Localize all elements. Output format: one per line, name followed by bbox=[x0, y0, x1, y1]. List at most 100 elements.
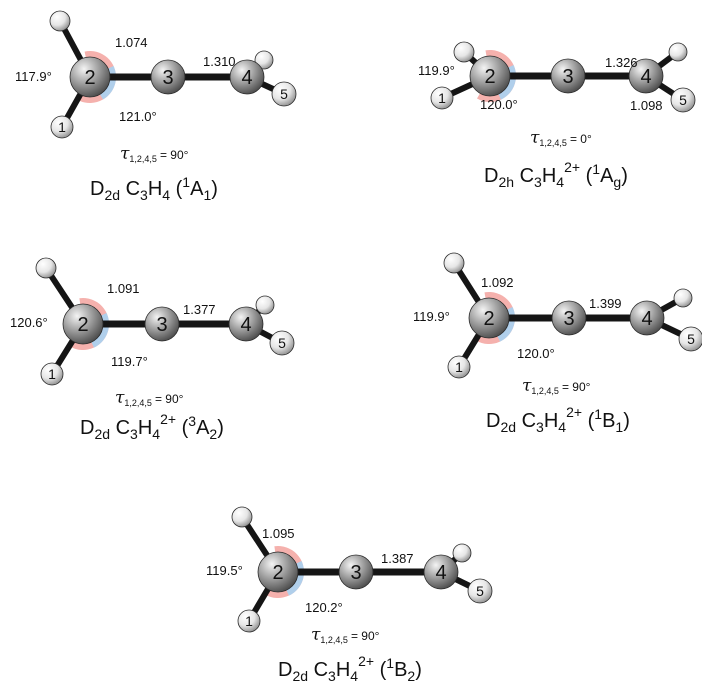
angle-label-upper: 120.6° bbox=[10, 315, 48, 330]
carbon-atom-4-sphere bbox=[629, 300, 665, 336]
carbon-atom-3-sphere bbox=[551, 300, 587, 336]
caption-formula-c: C bbox=[120, 178, 140, 200]
angle-label-lower: 121.0° bbox=[119, 109, 157, 124]
dihedral-label: τ1,2,4,5= 90° bbox=[115, 388, 184, 408]
caption-term-open: ( bbox=[374, 659, 387, 681]
caption-formula-h: H bbox=[544, 410, 558, 432]
caption-term-subscript: 1 bbox=[615, 419, 623, 435]
hydrogen-atom-1-sphere bbox=[50, 115, 74, 139]
carbon-atom-4-label: 4 bbox=[435, 562, 446, 584]
caption-point-group-subscript: 2d bbox=[94, 426, 110, 442]
carbon-atom-4-label: 4 bbox=[640, 66, 651, 88]
hydrogen-atom-1: 1 bbox=[50, 115, 74, 139]
hydrogen-atom-1: 1 bbox=[40, 362, 64, 386]
hydrogen-atom-top-sphere bbox=[453, 41, 475, 63]
hydrogen-atom-top bbox=[453, 41, 475, 63]
hydrogen-atom-5-sphere bbox=[269, 330, 295, 356]
caption-point-group: D bbox=[80, 417, 94, 439]
hydrogen-atom-5-label: 5 bbox=[679, 92, 687, 108]
hydrogen-atom-top bbox=[49, 10, 71, 32]
caption-term-open: ( bbox=[580, 165, 593, 187]
carbon-atom-2-sphere bbox=[468, 297, 510, 339]
caption-term-open: ( bbox=[582, 410, 595, 432]
hydrogen-atom-1-sphere bbox=[447, 355, 471, 379]
caption-formula-c: C bbox=[516, 410, 536, 432]
tau-value: = 90° bbox=[562, 380, 591, 394]
caption-term-subscript: 2 bbox=[407, 668, 415, 684]
hydrogen-atom-1-label: 1 bbox=[48, 366, 56, 382]
carbon-atom-4-sphere bbox=[628, 58, 664, 94]
tau-subscript: 1,2,4,5 bbox=[129, 154, 157, 164]
state-caption: D2d C3H4 (1A1) bbox=[90, 174, 218, 203]
caption-point-group: D bbox=[90, 178, 104, 200]
hydrogen-atom-1: 1 bbox=[430, 86, 454, 110]
caption-term-open: ( bbox=[170, 178, 183, 200]
carbon-atom-4-sphere bbox=[229, 59, 265, 95]
carbon-atom-2-label: 2 bbox=[84, 67, 95, 89]
carbon-atom-3: 3 bbox=[550, 58, 586, 94]
hydrogen-atom-end-top-sphere bbox=[254, 50, 274, 70]
bond-length-c2-h: 1.095 bbox=[262, 526, 295, 541]
bond-length-c3-c4: 1.310 bbox=[203, 54, 236, 69]
caption-point-group: D bbox=[278, 659, 292, 681]
carbon-atom-3-label: 3 bbox=[350, 562, 361, 584]
caption-formula-sub-h: 4 bbox=[152, 426, 160, 442]
dihedral-label: τ1,2,4,5= 90° bbox=[120, 144, 189, 164]
tau-value: = 0° bbox=[570, 132, 592, 146]
carbon-atom-4: 4 bbox=[628, 58, 664, 94]
hydrogen-atom-1-sphere bbox=[40, 362, 64, 386]
carbon-atom-3-label: 3 bbox=[562, 66, 573, 88]
bond-length-c2-h: 1.092 bbox=[481, 275, 514, 290]
caption-formula-sub-c: 3 bbox=[536, 419, 544, 435]
angle-label-lower: 120.2° bbox=[305, 600, 343, 615]
carbon-atom-2: 2 bbox=[468, 297, 510, 339]
caption-term-close: ) bbox=[621, 165, 628, 187]
hydrogen-atom-5-sphere bbox=[678, 326, 702, 352]
caption-formula-sub-c: 3 bbox=[130, 426, 138, 442]
angle-label-lower: 120.0° bbox=[480, 97, 518, 112]
dihedral-label: τ1,2,4,5= 0° bbox=[530, 128, 592, 148]
carbon-atom-2: 2 bbox=[257, 551, 299, 593]
caption-formula-sub-h: 4 bbox=[558, 419, 566, 435]
state-caption: D2d C3H42+ (1B1) bbox=[486, 404, 630, 435]
caption-charge-superscript: 2+ bbox=[566, 404, 582, 420]
carbon-atom-3-label: 3 bbox=[162, 67, 173, 89]
carbon-atom-2-label: 2 bbox=[272, 562, 283, 584]
caption-point-group: D bbox=[486, 410, 500, 432]
hydrogen-atom-top-sphere bbox=[35, 257, 57, 279]
hydrogen-atom-5: 5 bbox=[670, 87, 696, 113]
tau-subscript: 1,2,4,5 bbox=[124, 398, 152, 408]
tau-symbol: τ bbox=[311, 625, 321, 645]
caption-term-symbol: A bbox=[196, 417, 210, 439]
hydrogen-atom-top-sphere bbox=[443, 252, 465, 274]
tau-subscript: 1,2,4,5 bbox=[320, 635, 348, 645]
carbon-atom-3-sphere bbox=[150, 59, 186, 95]
hydrogen-atom-5: 5 bbox=[678, 326, 702, 352]
tau-subscript: 1,2,4,5 bbox=[539, 138, 567, 148]
hydrogen-atom-5-label: 5 bbox=[278, 335, 286, 351]
caption-formula-sub-h: 4 bbox=[556, 174, 564, 190]
carbon-atom-3-label: 3 bbox=[563, 308, 574, 330]
tau-value: = 90° bbox=[160, 148, 189, 162]
hydrogen-atom-5-sphere bbox=[670, 87, 696, 113]
hydrogen-atom-top bbox=[35, 257, 57, 279]
carbon-atom-4: 4 bbox=[423, 554, 459, 590]
caption-formula-sub-c: 3 bbox=[328, 668, 336, 684]
hydrogen-atom-5-sphere bbox=[467, 578, 493, 604]
caption-term-symbol: B bbox=[394, 659, 407, 681]
caption-formula-sub-c: 3 bbox=[140, 187, 148, 203]
bond-length-c3-c4: 1.377 bbox=[183, 302, 216, 317]
carbon-atom-2: 2 bbox=[62, 303, 104, 345]
hydrogen-atom-1: 1 bbox=[237, 609, 261, 633]
hydrogen-atom-end-top bbox=[668, 42, 688, 62]
carbon-atom-3: 3 bbox=[150, 59, 186, 95]
state-caption: D2h C3H42+ (1Ag) bbox=[484, 159, 628, 190]
carbon-atom-2: 2 bbox=[69, 56, 111, 98]
caption-term-symbol: B bbox=[602, 410, 615, 432]
carbon-atom-4-label: 4 bbox=[240, 314, 251, 336]
carbon-atom-4-label: 4 bbox=[241, 67, 252, 89]
